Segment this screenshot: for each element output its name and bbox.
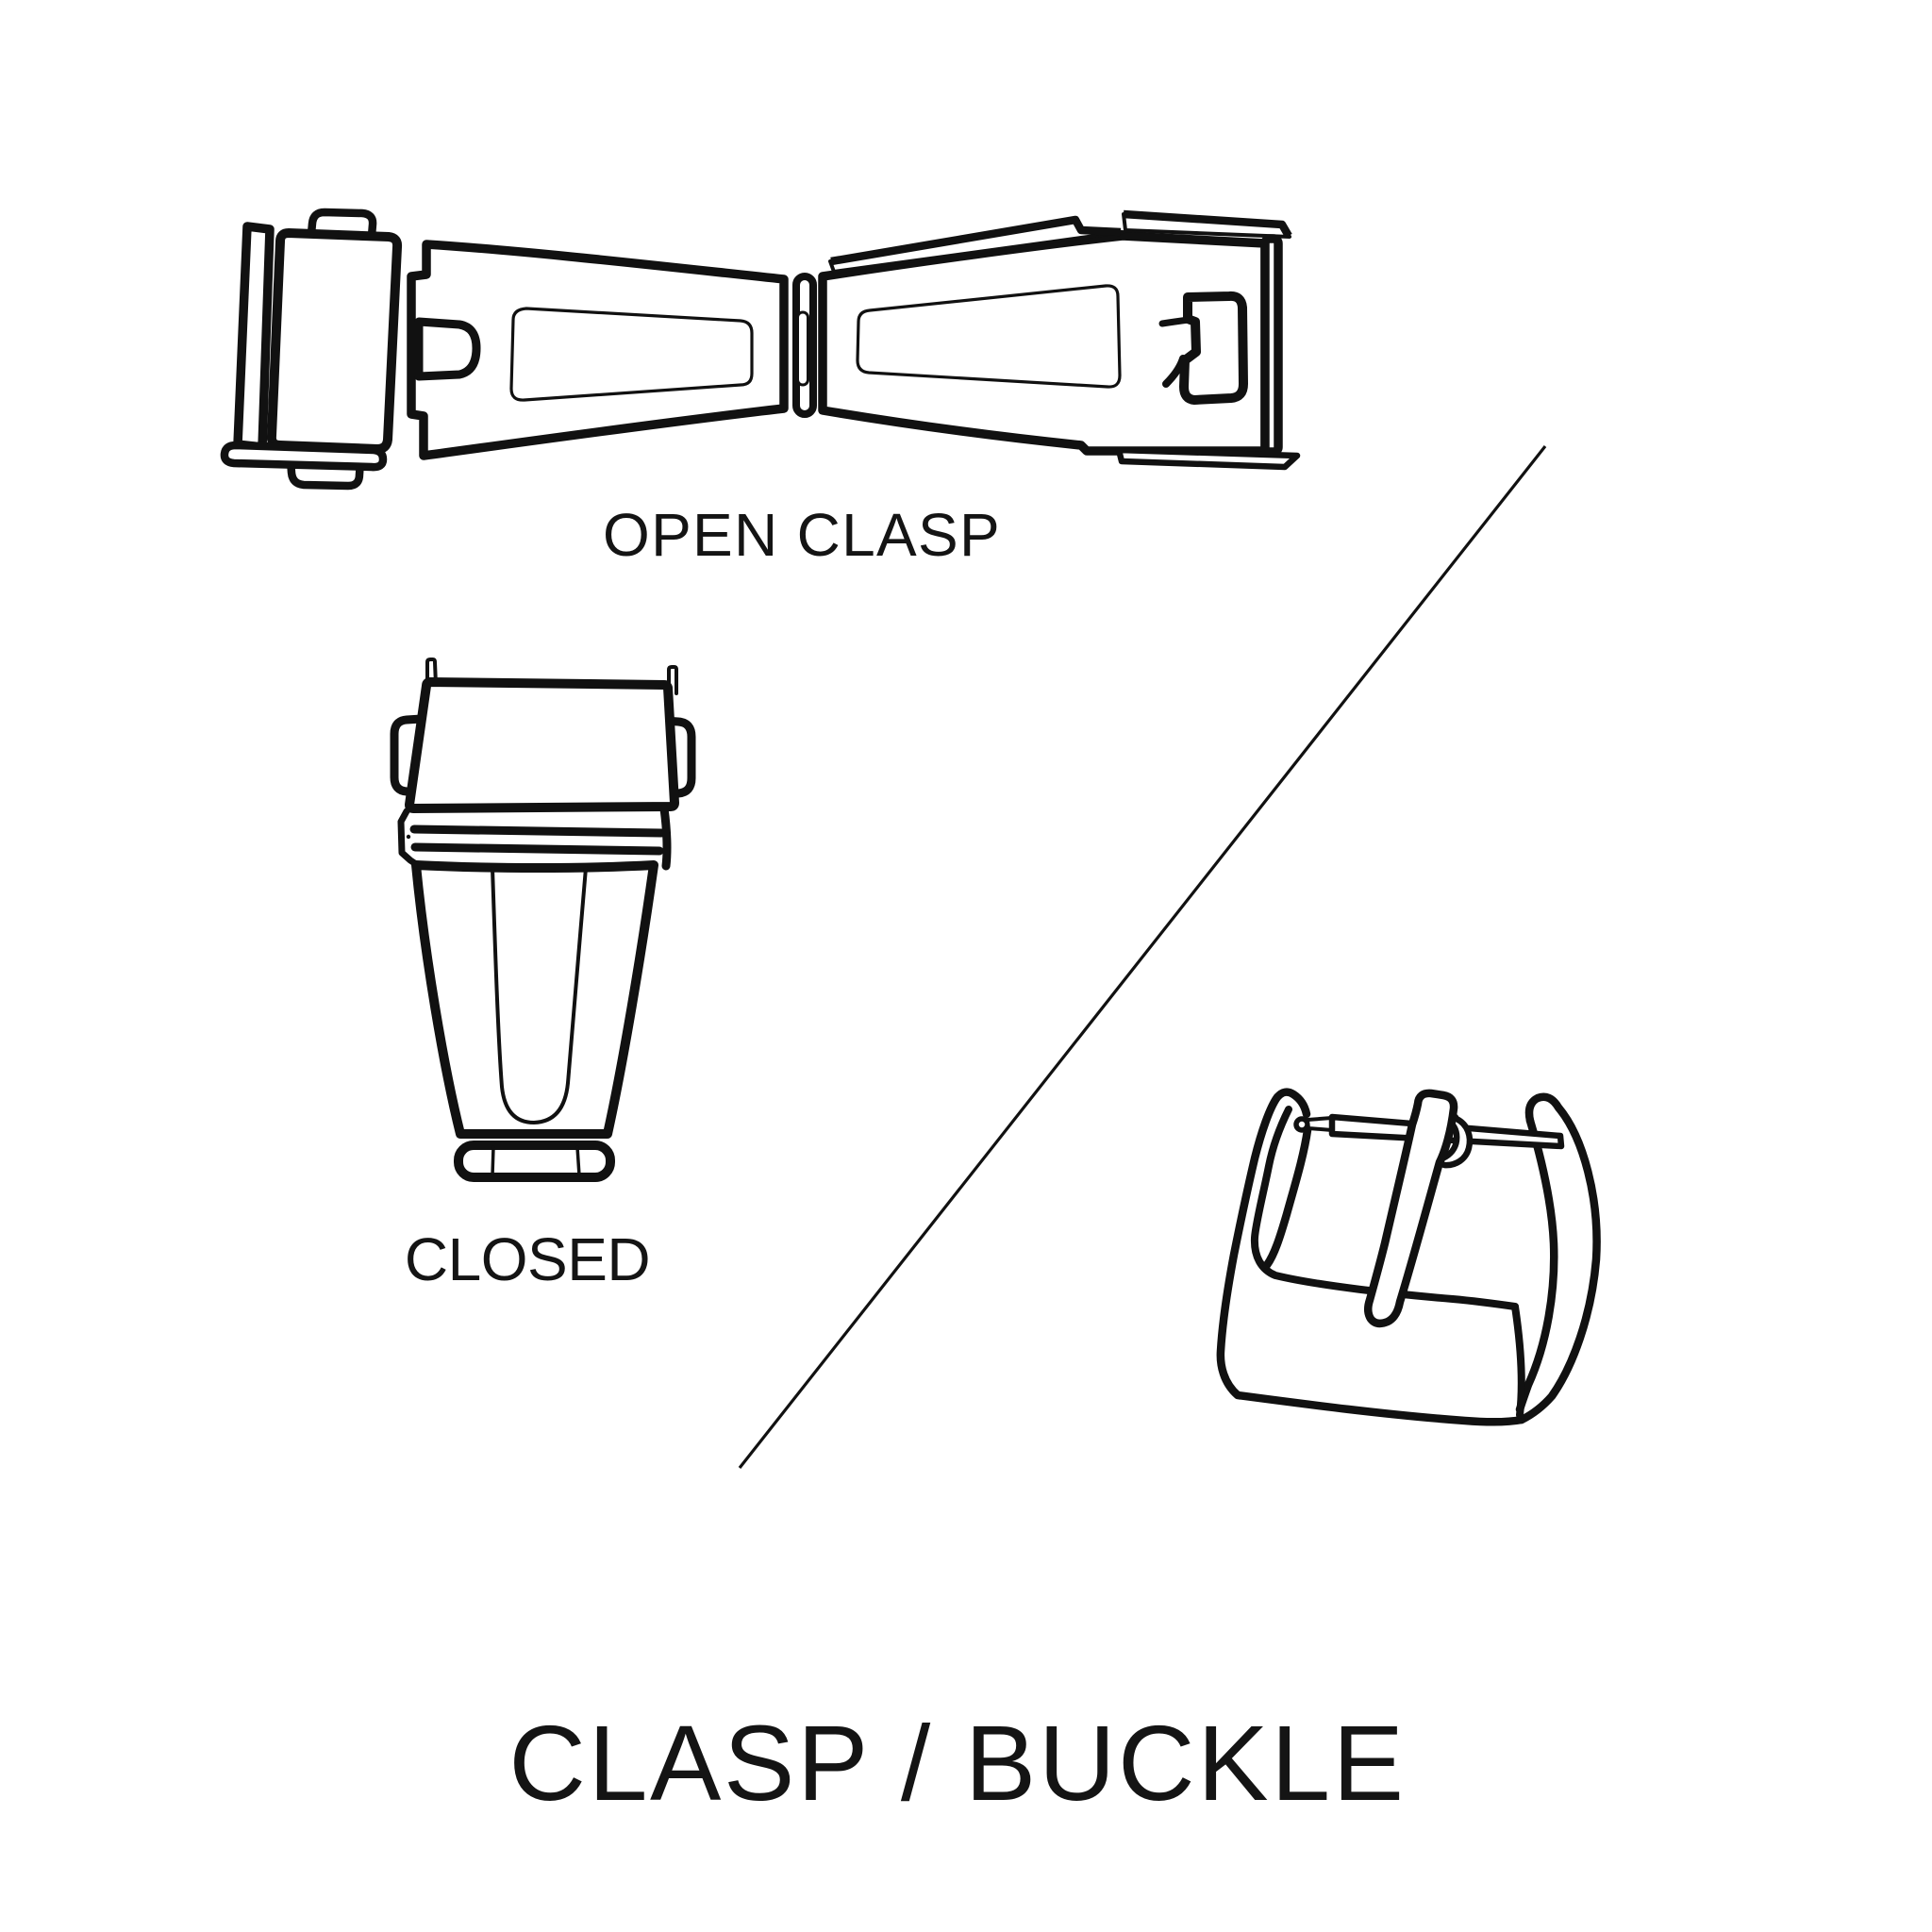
svg-text:CLOSED: CLOSED [405, 1225, 650, 1293]
svg-text:CLASP / BUCKLE: CLASP / BUCKLE [508, 1704, 1406, 1823]
svg-text:OPEN CLASP: OPEN CLASP [603, 501, 1001, 569]
